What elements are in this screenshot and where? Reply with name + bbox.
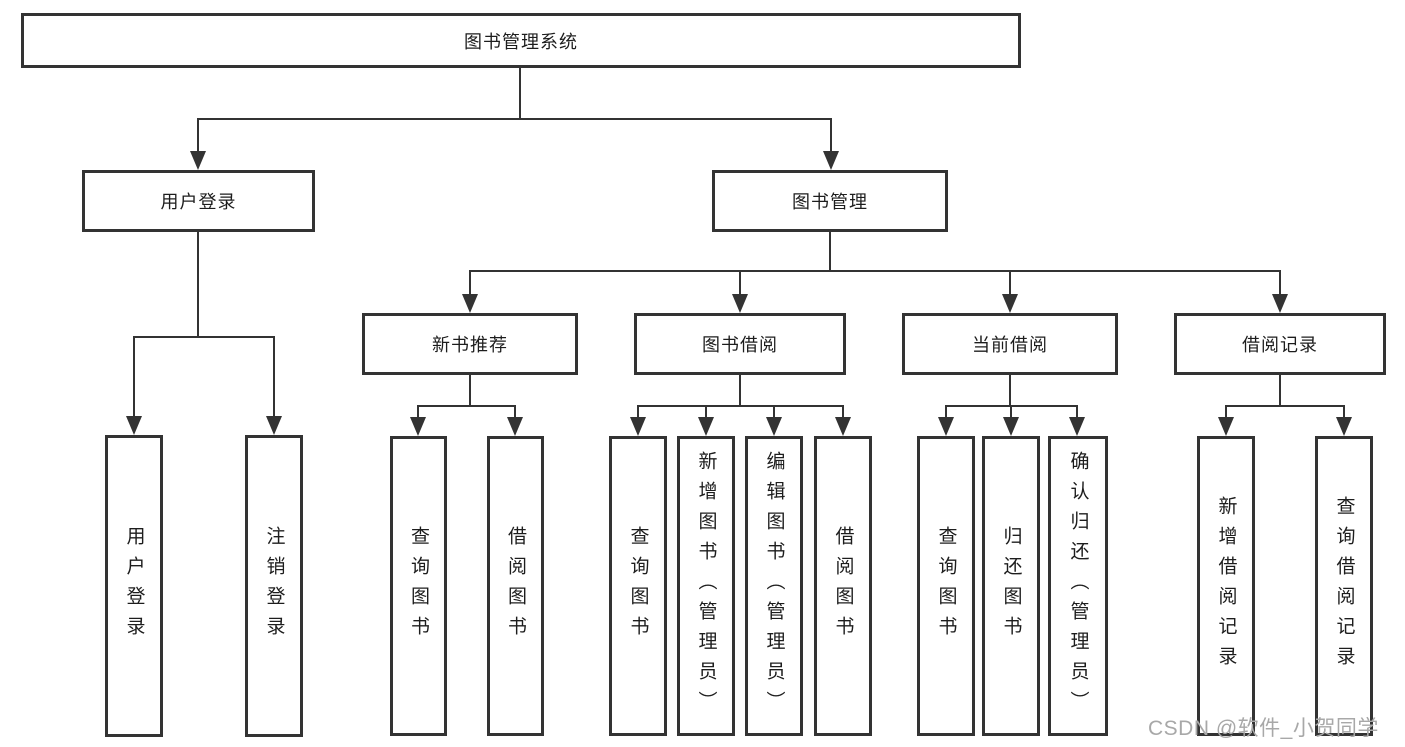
connector-line xyxy=(133,336,135,418)
connector-line xyxy=(197,118,199,154)
leaf-confirm-return-admin: 确认归还（管理员） xyxy=(1048,436,1108,736)
leaf-query-books-current: 查询图书 xyxy=(917,436,975,736)
connector-line xyxy=(133,336,275,338)
leaf-query-books-borrow: 查询图书 xyxy=(609,436,667,736)
node-root: 图书管理系统 xyxy=(21,13,1021,68)
node-user-login: 用户登录 xyxy=(82,170,315,232)
arrow-down-icon xyxy=(1336,417,1352,436)
connector-line xyxy=(417,405,419,419)
connector-line xyxy=(1009,375,1011,405)
leaf-user-login: 用户登录 xyxy=(105,435,163,737)
connector-line xyxy=(739,270,741,296)
connector-line xyxy=(273,336,275,418)
connector-line xyxy=(842,405,844,419)
leaf-add-book-admin: 新增图书（管理员） xyxy=(677,436,735,736)
connector-line xyxy=(945,405,947,419)
connector-line xyxy=(1279,375,1281,405)
connector-line xyxy=(417,405,516,407)
leaf-logout: 注销登录 xyxy=(245,435,303,737)
arrow-down-icon xyxy=(732,294,748,313)
leaf-borrow-books: 借阅图书 xyxy=(814,436,872,736)
node-borrow-records: 借阅记录 xyxy=(1174,313,1386,375)
connector-line xyxy=(829,232,831,270)
connector-line xyxy=(469,270,471,296)
connector-line xyxy=(830,118,832,154)
leaf-borrow-books-recommend: 借阅图书 xyxy=(487,436,544,736)
arrow-down-icon xyxy=(266,416,282,435)
arrow-down-icon xyxy=(630,417,646,436)
arrow-down-icon xyxy=(190,151,206,170)
connector-line xyxy=(1279,270,1281,296)
leaf-return-book: 归还图书 xyxy=(982,436,1040,736)
arrow-down-icon xyxy=(835,417,851,436)
leaf-edit-book-admin: 编辑图书（管理员） xyxy=(745,436,803,736)
arrow-down-icon xyxy=(698,417,714,436)
connector-line xyxy=(1225,405,1345,407)
connector-line xyxy=(1343,405,1345,419)
leaf-query-borrow-record: 查询借阅记录 xyxy=(1315,436,1373,736)
connector-line xyxy=(739,375,741,405)
arrow-down-icon xyxy=(1069,417,1085,436)
connector-line xyxy=(1009,270,1011,296)
connector-line xyxy=(637,405,639,419)
node-new-book-recommend: 新书推荐 xyxy=(362,313,578,375)
connector-line xyxy=(469,375,471,405)
arrow-down-icon xyxy=(507,417,523,436)
connector-line xyxy=(1225,405,1227,419)
connector-line xyxy=(469,270,1281,272)
connector-line xyxy=(637,405,844,407)
node-book-borrow: 图书借阅 xyxy=(634,313,846,375)
arrow-down-icon xyxy=(1002,294,1018,313)
connector-line xyxy=(1010,405,1012,419)
connector-line xyxy=(705,405,707,419)
arrow-down-icon xyxy=(1272,294,1288,313)
arrow-down-icon xyxy=(462,294,478,313)
arrow-down-icon xyxy=(766,417,782,436)
connector-line xyxy=(773,405,775,419)
leaf-query-books-recommend: 查询图书 xyxy=(390,436,447,736)
arrow-down-icon xyxy=(938,417,954,436)
arrow-down-icon xyxy=(1003,417,1019,436)
node-current-borrow: 当前借阅 xyxy=(902,313,1118,375)
connector-line xyxy=(197,232,199,336)
connector-line xyxy=(197,118,832,120)
arrow-down-icon xyxy=(823,151,839,170)
arrow-down-icon xyxy=(410,417,426,436)
connector-line xyxy=(1076,405,1078,419)
node-book-management: 图书管理 xyxy=(712,170,948,232)
connector-line xyxy=(519,68,521,119)
arrow-down-icon xyxy=(126,416,142,435)
connector-line xyxy=(514,405,516,419)
arrow-down-icon xyxy=(1218,417,1234,436)
csdn-watermark: CSDN @软件_小贺同学 xyxy=(1148,717,1379,740)
leaf-add-borrow-record: 新增借阅记录 xyxy=(1197,436,1255,736)
